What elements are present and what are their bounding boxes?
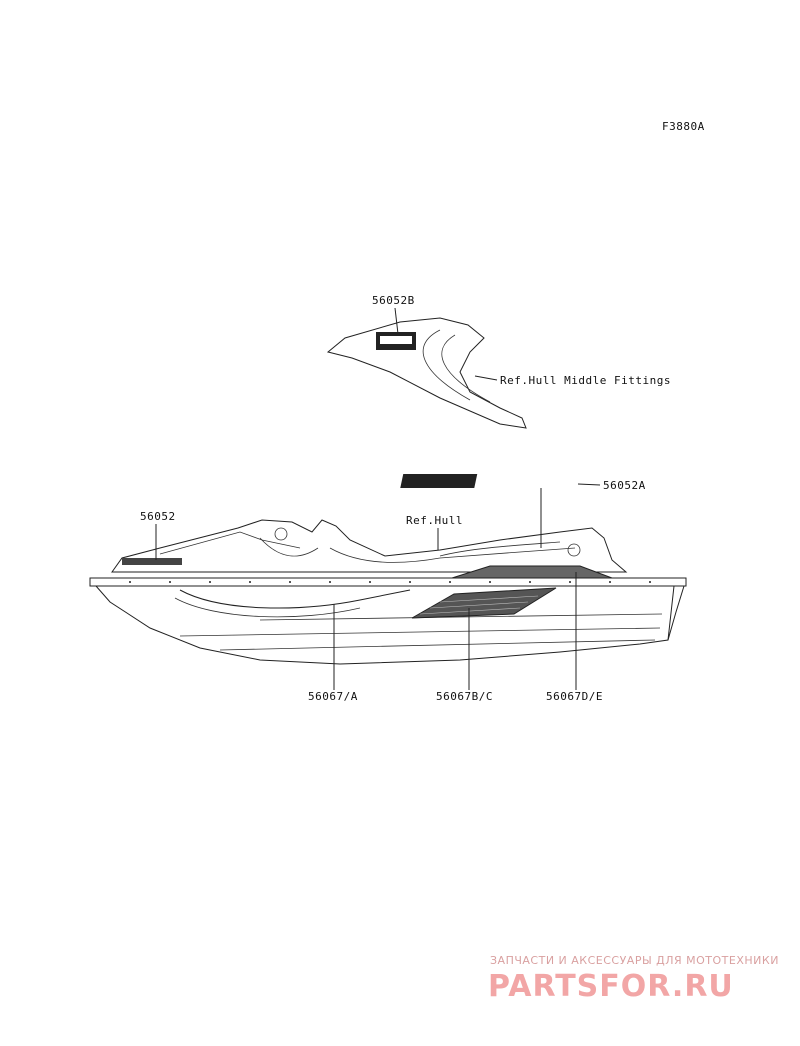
- leader-56052a: [577, 483, 601, 486]
- front-logo-icon: [122, 558, 182, 565]
- side-stripe-de: [451, 565, 613, 579]
- label-56067de: 56067D/E: [546, 690, 603, 703]
- upper-decal-panel: [326, 317, 527, 429]
- label-ref-hull-middle: Ref.Hull Middle Fittings: [500, 374, 671, 387]
- leader-ref-hull-middle: [474, 375, 498, 381]
- watermark-brand: PARTSFOR.RU: [488, 969, 734, 1004]
- label-ref-hull: Ref.Hull: [406, 514, 463, 527]
- figure-code: F3880A: [662, 120, 705, 133]
- side-stripe-a: [179, 589, 411, 609]
- label-56052b: 56052B: [372, 294, 415, 307]
- label-56052a: 56052A: [603, 479, 646, 492]
- leader-56052b: [394, 307, 399, 335]
- rear-logo-icon: [400, 474, 478, 488]
- watermark-tagline: ЗАПЧАСТИ И АКСЕССУАРЫ ДЛЯ МОТОТЕХНИКИ: [490, 954, 779, 967]
- label-56067a: 56067/A: [308, 690, 358, 703]
- label-56067bc: 56067B/C: [436, 690, 493, 703]
- hull-body: [89, 474, 687, 665]
- label-56052: 56052: [140, 510, 176, 523]
